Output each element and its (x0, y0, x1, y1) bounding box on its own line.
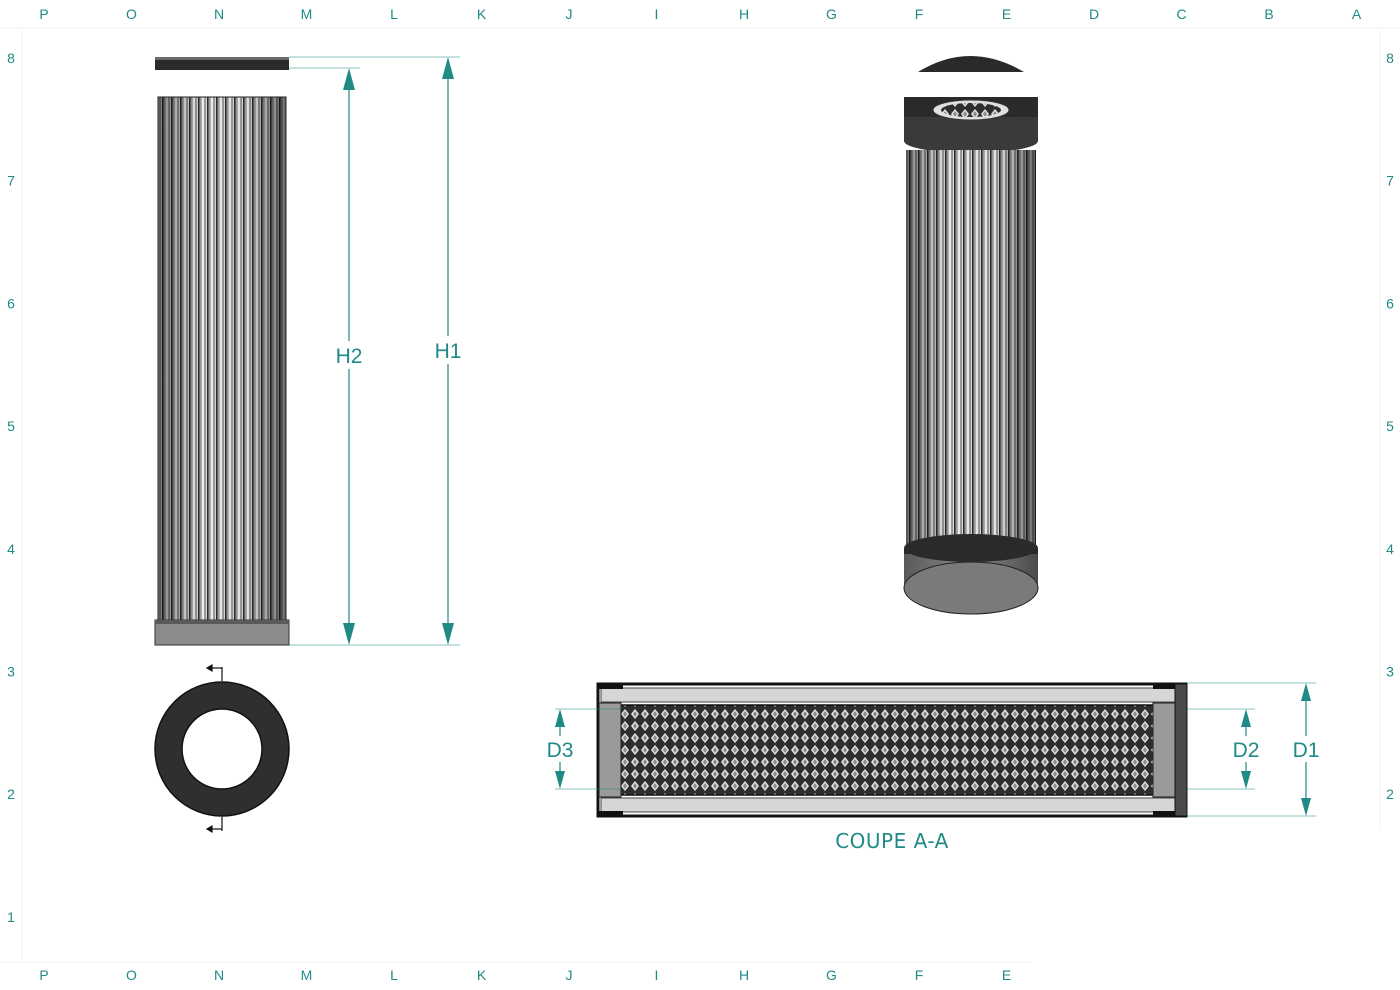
grid-column-label-top: F (915, 6, 924, 22)
d3-label: D3 (547, 739, 574, 762)
grid-column-label-top: K (477, 6, 487, 22)
dimension-d2: D2 (1187, 708, 1264, 790)
grid-row-label-right: 5 (1386, 418, 1394, 434)
lower-pleat-band (600, 797, 1176, 813)
grid-column-label-bottom: O (126, 967, 137, 983)
grid-row-label-right: 6 (1386, 295, 1394, 311)
filter-top-view (154, 663, 290, 834)
grid-row-label-left: 7 (7, 173, 15, 189)
grid-column-label-top: A (1352, 6, 1362, 22)
grid-column-label-bottom: M (301, 967, 313, 983)
grid-row-labels-left: 8 7 6 5 4 3 2 1 (7, 50, 15, 925)
grid-column-label-top: P (39, 6, 48, 22)
grid-column-label-bottom: P (39, 967, 48, 983)
h2-label: H2 (336, 345, 363, 368)
grid-row-label-right: 2 (1386, 786, 1394, 802)
grid-column-label-bottom: G (826, 967, 837, 983)
grid-column-label-bottom: L (390, 967, 398, 983)
dimension-d3: D3 (542, 708, 620, 790)
section-title: COUPE A-A (835, 829, 949, 853)
grid-column-label-top: G (826, 6, 837, 22)
grid-row-label-left: 3 (7, 664, 15, 680)
grid-column-label-top: L (390, 6, 398, 22)
grid-column-label-bottom: H (739, 967, 749, 983)
grid-row-label-left: 6 (7, 295, 15, 311)
grid-column-label-top: J (566, 6, 573, 22)
grid-row-label-right: 4 (1386, 541, 1394, 557)
grid-row-label-right: 8 (1386, 50, 1394, 66)
grid-column-label-top: M (301, 6, 313, 22)
d2-label: D2 (1233, 739, 1260, 762)
inner-mesh-core (619, 704, 1155, 796)
grid-column-label-top: N (214, 6, 224, 22)
grid-row-label-left: 8 (7, 50, 15, 66)
grid-border-ticks (0, 27, 1400, 963)
grid-column-label-top: H (739, 6, 749, 22)
grid-column-label-bottom: N (214, 967, 224, 983)
h1-label: H1 (435, 340, 462, 363)
center-bore (181, 708, 263, 790)
grid-column-label-bottom: F (915, 967, 924, 983)
filter-front-view (154, 57, 290, 646)
d1-label: D1 (1293, 739, 1320, 762)
filter-isometric-view (903, 56, 1039, 615)
grid-row-labels-right: 8 7 6 5 4 3 2 (1386, 50, 1394, 802)
top-end-cap (155, 57, 289, 70)
dimension-d1: D1 (1187, 682, 1324, 817)
grid-column-label-top: I (655, 6, 659, 22)
grid-row-label-right: 7 (1386, 173, 1394, 189)
section-marker-top (205, 663, 223, 681)
section-view-a-a (596, 682, 1188, 818)
dimension-h1: H1 (431, 57, 465, 645)
grid-column-label-top: C (1176, 6, 1186, 22)
grid-row-label-left: 5 (7, 418, 15, 434)
section-marker-bottom (205, 817, 223, 834)
grid-column-label-bottom: E (1002, 967, 1011, 983)
grid-column-label-bottom: K (477, 967, 487, 983)
upper-pleat-band (600, 687, 1176, 703)
grid-column-label-bottom: I (655, 967, 659, 983)
grid-column-label-top: D (1089, 6, 1099, 22)
grid-column-label-top: O (126, 6, 137, 22)
dimension-h2: H2 (332, 68, 366, 645)
grid-row-label-left: 2 (7, 786, 15, 802)
grid-column-label-top: B (1264, 6, 1273, 22)
iso-top-cap-arc (918, 56, 1024, 72)
grid-column-label-bottom: J (566, 967, 573, 983)
grid-row-label-left: 4 (7, 541, 15, 557)
grid-row-label-left: 1 (7, 909, 15, 925)
grid-row-label-right: 3 (1386, 664, 1394, 680)
grid-column-label-top: E (1002, 6, 1011, 22)
height-extension-lines (289, 56, 460, 646)
